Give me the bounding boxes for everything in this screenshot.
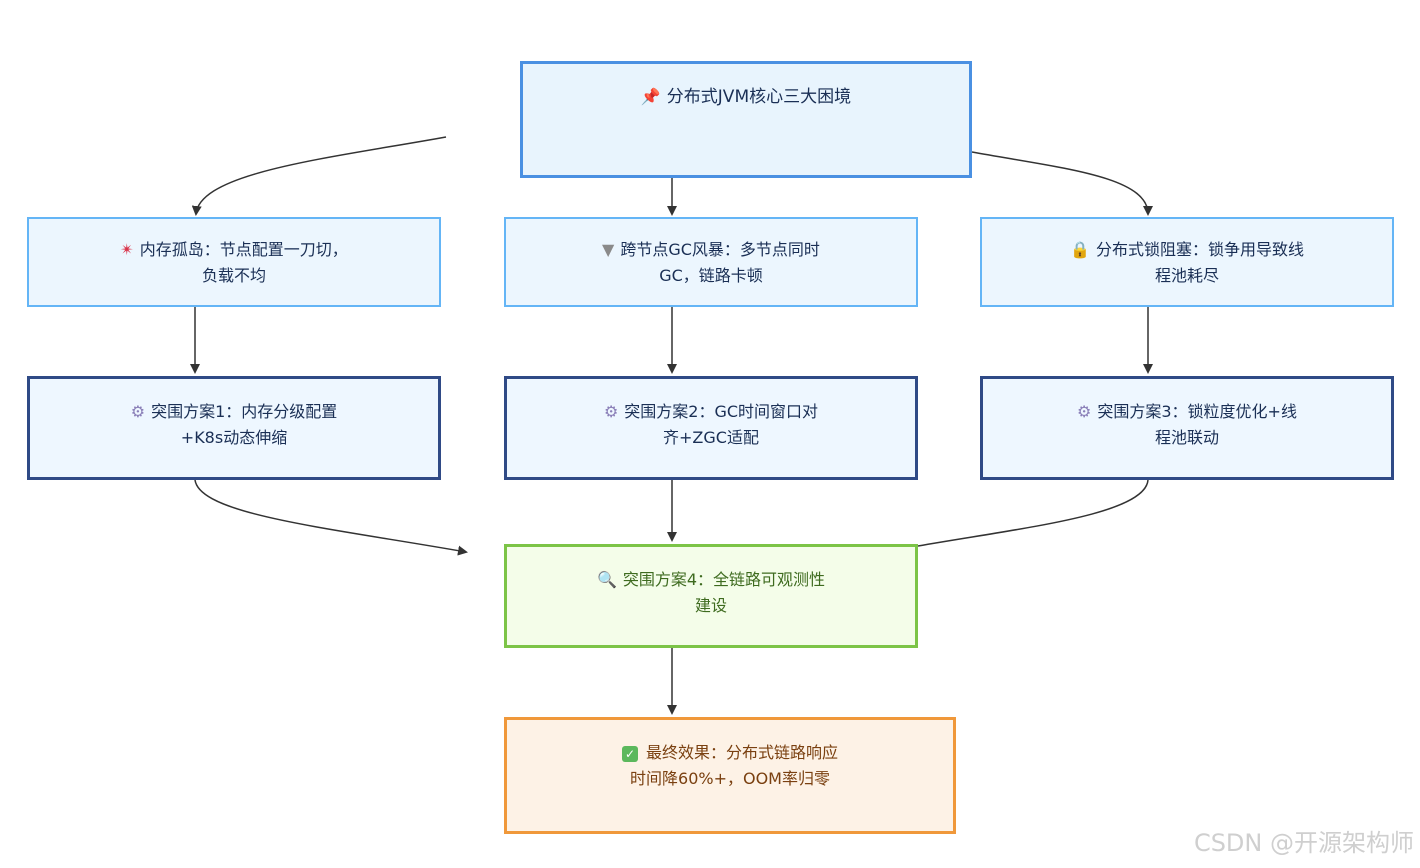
lock-icon: 🔒 <box>1070 240 1090 259</box>
node-final-result: ✓最终效果：分布式链路响应 时间降60%+，OOM率归零 <box>504 717 956 834</box>
node-solution-3: ⚙突围方案3：锁粒度优化+线 程池联动 <box>980 376 1394 480</box>
node-solution4-line-2: 建设 <box>694 595 727 615</box>
gear-icon: ⚙ <box>603 402 619 421</box>
edge-root-to-problem1 <box>191 136 447 216</box>
magnifier-icon: 🔍 <box>596 570 617 589</box>
node-final-line-2: 时间降60%+，OOM率归零 <box>630 768 830 788</box>
gear-icon: ⚙ <box>130 402 146 421</box>
watermark: CSDN @开源架构师 <box>1193 829 1414 857</box>
node-solution2-line-1: ⚙突围方案2：GC时间窗口对 <box>604 399 818 425</box>
edge-root-to-problem3 <box>971 151 1153 216</box>
node-solution2-line-2: 齐+ZGC适配 <box>663 427 759 447</box>
node-solution4-line-1: 🔍突围方案4：全链路可观测性 <box>597 567 825 593</box>
node-solution3-line-2: 程池联动 <box>1154 427 1219 447</box>
node-problem1-line-2: 负载不均 <box>201 265 266 285</box>
node-solution3-line-1: ⚙突围方案3：锁粒度优化+线 <box>1077 399 1297 425</box>
edge-solution3-to-solution4 <box>917 479 1149 547</box>
node-solution1-line-2: +K8s动态伸缩 <box>180 427 288 447</box>
gear-icon: ⚙ <box>1077 402 1092 421</box>
node-final-line-1: ✓最终效果：分布式链路响应 <box>621 740 838 766</box>
collision-icon: ✴ <box>120 240 134 259</box>
node-root-dilemmas: 📌分布式JVM核心三大困境 <box>520 61 972 178</box>
node-problem-lock-blocking: 🔒分布式锁阻塞：锁争用导致线 程池耗尽 <box>980 217 1394 307</box>
edge-solution1-to-solution4 <box>194 479 468 556</box>
node-solution1-line-1: ⚙突围方案1：内存分级配置 <box>131 399 338 425</box>
node-solution-4-observability: 🔍突围方案4：全链路可观测性 建设 <box>504 544 918 648</box>
node-problem1-line-1: ✴内存孤岛：节点配置一刀切， <box>120 237 347 263</box>
node-problem-memory-island: ✴内存孤岛：节点配置一刀切， 负载不均 <box>27 217 441 307</box>
node-root-line-1: 📌分布式JVM核心三大困境 <box>641 84 851 111</box>
node-problem3-line-1: 🔒分布式锁阻塞：锁争用导致线 <box>1070 237 1304 263</box>
check-icon: ✓ <box>621 746 638 762</box>
pushpin-icon: 📌 <box>640 87 661 106</box>
node-solution-2: ⚙突围方案2：GC时间窗口对 齐+ZGC适配 <box>504 376 918 480</box>
node-problem-gc-storm: ▼跨节点GC风暴：多节点同时 GC，链路卡顿 <box>504 217 918 307</box>
node-problem3-line-2: 程池耗尽 <box>1154 265 1219 285</box>
funnel-icon: ▼ <box>602 240 615 259</box>
node-problem2-line-1: ▼跨节点GC风暴：多节点同时 <box>602 237 820 263</box>
node-problem2-line-2: GC，链路卡顿 <box>659 265 763 285</box>
node-solution-1: ⚙突围方案1：内存分级配置 +K8s动态伸缩 <box>27 376 441 480</box>
